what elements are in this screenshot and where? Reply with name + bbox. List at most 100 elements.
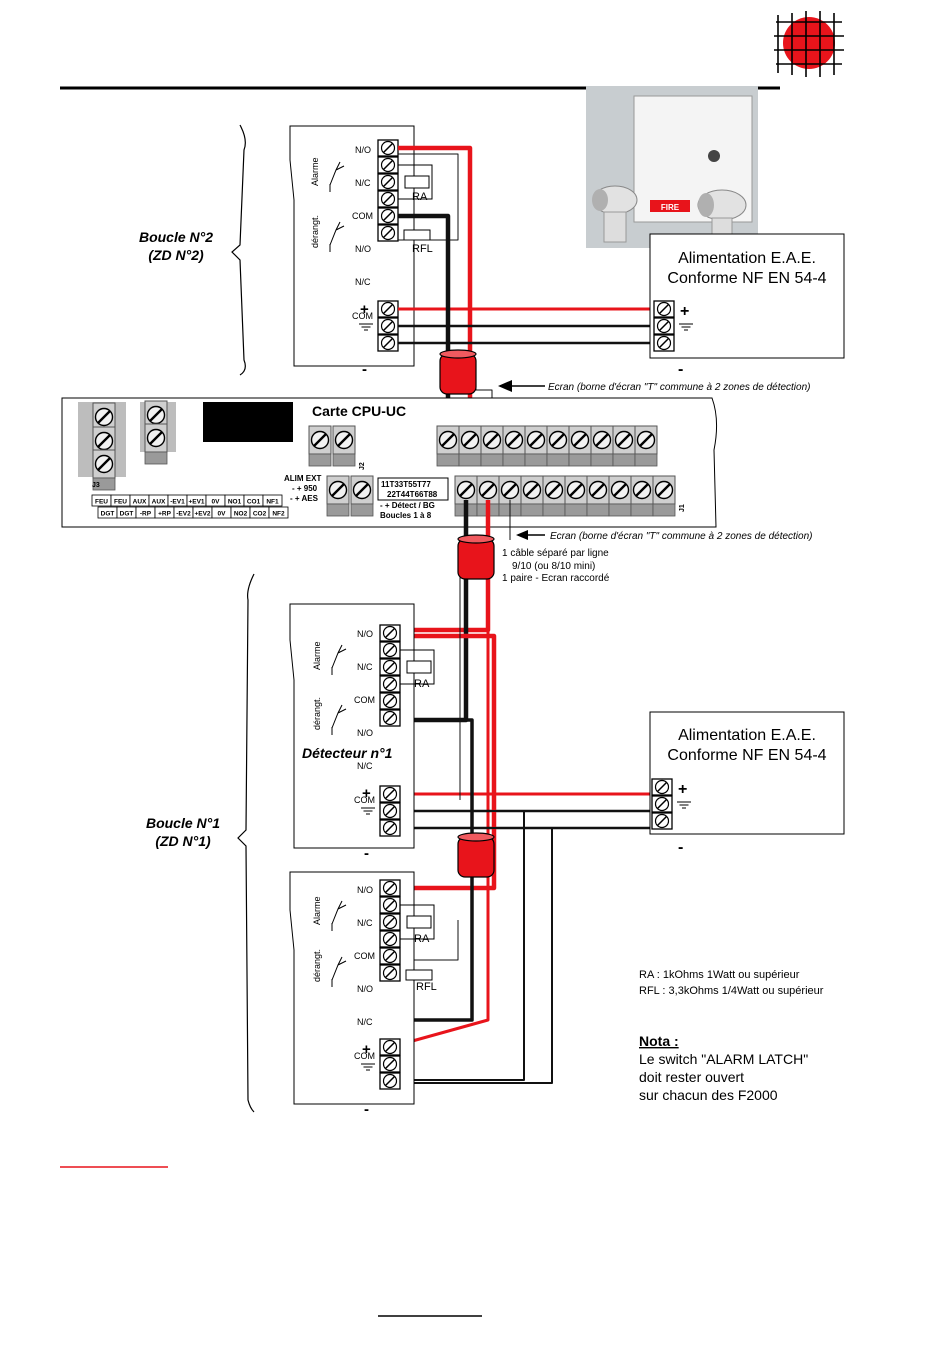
ferrite-core-icon	[457, 534, 495, 580]
d2-com: COM	[354, 951, 375, 961]
psu-top-line2: Conforme NF EN 54-4	[667, 270, 826, 287]
cpu-label-row2-3: +RP	[158, 511, 171, 518]
nota-title: Nota :	[639, 1033, 679, 1049]
nota-line3: sur chacun des F2000	[639, 1087, 778, 1103]
loop2-com: COM	[352, 211, 373, 221]
loop2-ra-label: RA	[412, 191, 428, 203]
psu-bottom-minus: -	[678, 839, 683, 856]
d2-no-2: N/O	[357, 984, 373, 994]
logo-grid-icon	[774, 11, 844, 77]
cpu-detect: - + Détect / BG	[380, 501, 435, 510]
resistor-legend: RA : 1kOhms 1Watt ou supérieur RFL : 3,3…	[639, 969, 824, 997]
psu-bottom: Alimentation E.A.E. Conforme NF EN 54-4 …	[649, 711, 845, 856]
d2-minus: -	[364, 1101, 369, 1118]
photo-fire-label: FIRE	[661, 203, 680, 212]
cpu-label-row1-4: -EV1	[170, 499, 185, 506]
legend-rfl: RFL : 3,3kOhms 1/4Watt ou supérieur	[639, 985, 824, 997]
cpu-label-row1-6: 0V	[212, 499, 221, 506]
d2-no-1: N/O	[357, 885, 373, 895]
d1-derangt: dérangt.	[312, 697, 322, 730]
cpu-terminals-top: 11T33T55T77	[381, 480, 431, 489]
loop2-no-2: N/O	[355, 244, 371, 254]
loop1-group: Boucle N°1 (ZD N°1)	[146, 573, 255, 1113]
d2-derangt: dérangt.	[312, 949, 322, 982]
d1-plus: +	[362, 785, 371, 802]
d1-nc-2: N/C	[357, 761, 373, 771]
cpu-j1: J1	[679, 504, 686, 512]
ecran-note-bottom-text: Ecran (borne d'écran "T" commune à 2 zon…	[550, 531, 812, 542]
cpu-j2: J2	[359, 462, 366, 470]
cpu-label-row2-1: DGT	[120, 511, 134, 518]
psu-top-line1: Alimentation E.A.E.	[678, 250, 816, 267]
cpu-label-row1-2: AUX	[133, 499, 147, 506]
ecran-note-top: Ecran (borne d'écran "T" commune à 2 zon…	[498, 380, 810, 393]
loop2-rfl-label: RFL	[412, 243, 433, 255]
cpu-label-row2-8: CO2	[253, 511, 267, 518]
cpu-alim-1: ALIM EXT	[284, 474, 321, 483]
loop2-nc-1: N/C	[355, 178, 371, 188]
loop1-title: Boucle N°1	[146, 815, 220, 831]
ferrite-core-icon	[457, 832, 495, 878]
arrow-left-icon	[498, 380, 512, 392]
loop1-detector-2: N/O N/C COM N/O N/C COM + - Alarme déran…	[289, 871, 437, 1118]
d2-plus: +	[362, 1041, 371, 1058]
d2-nc-1: N/C	[357, 918, 373, 928]
psu-bottom-line2: Conforme NF EN 54-4	[667, 747, 826, 764]
cpu-boucles: Boucles 1 à 8	[380, 511, 432, 520]
nota-line2: doit rester ouvert	[639, 1069, 744, 1085]
cpu-title: Carte CPU-UC	[312, 403, 406, 419]
cpu-label-row2-0: DGT	[101, 511, 115, 518]
cpu-label-row1-8: CO1	[247, 499, 261, 506]
loop2-derangt: dérangt.	[310, 215, 320, 248]
cpu-terminals-bottom: 22T44T66T88	[387, 490, 438, 499]
d2-com-2: COM	[354, 1051, 375, 1061]
loop2-com-2: COM	[352, 311, 373, 321]
ecran-note-top-text: Ecran (borne d'écran "T" commune à 2 zon…	[548, 382, 810, 393]
legend-ra: RA : 1kOhms 1Watt ou supérieur	[639, 969, 800, 981]
detector-photo: FIRE	[586, 86, 758, 248]
cpu-j3: J3	[92, 482, 100, 489]
cpu-label-row2-4: -EV2	[176, 511, 191, 518]
cpu-label-row1-0: FEU	[95, 499, 108, 506]
loop1-zone: (ZD N°1)	[155, 833, 211, 849]
arrow-left-icon	[516, 530, 528, 540]
loop1-wires	[397, 500, 650, 1084]
loop2-alarme: Alarme	[310, 157, 320, 186]
loop1-detector-1: Détecteur n°1 N/O N/C COM N/O N/C COM + …	[289, 603, 435, 862]
loop2-nc-2: N/C	[355, 277, 371, 287]
d1-ra-label: RA	[414, 678, 430, 690]
d2-alarme: Alarme	[312, 896, 322, 925]
loop2-minus: -	[362, 361, 367, 378]
cable-line1: 1 câble séparé par ligne	[502, 548, 609, 559]
psu-bottom-plus: +	[678, 781, 687, 798]
cable-line3: 1 paire - Ecran raccordé	[502, 573, 610, 584]
psu-top-plus: +	[680, 303, 689, 320]
cable-line2: 9/10 (ou 8/10 mini)	[512, 561, 595, 572]
cpu-label-row2-9: NF2	[272, 511, 285, 518]
nota-line1: Le switch "ALARM LATCH"	[639, 1051, 808, 1067]
d1-no-1: N/O	[357, 629, 373, 639]
cpu-label-row1-9: NF1	[266, 499, 279, 506]
detector1-label: Détecteur n°1	[302, 745, 393, 761]
cpu-label-box	[268, 506, 289, 519]
cpu-label-row1-3: AUX	[152, 499, 166, 506]
ferrite-core-icon	[439, 349, 477, 395]
cpu-alim-3: - + AES	[290, 494, 319, 503]
d1-no-2: N/O	[357, 728, 373, 738]
d1-alarme: Alarme	[312, 641, 322, 670]
d1-com-2: COM	[354, 795, 375, 805]
cable-note: 1 câble séparé par ligne 9/10 (ou 8/10 m…	[502, 548, 610, 584]
psu-top-minus: -	[678, 361, 683, 378]
d2-rfl-label: RFL	[416, 981, 437, 993]
d1-nc-1: N/C	[357, 662, 373, 672]
cpu-label-row2-6: 0V	[218, 511, 227, 518]
cpu-label-row2-2: -RP	[140, 511, 152, 518]
cpu-label-row2-5: +EV2	[194, 511, 210, 518]
loop2-detector: Boucle N°2 (ZD N°2) N/O N/C COM N/O N/C …	[139, 124, 433, 378]
cpu-label-row1-5: +EV1	[188, 499, 204, 506]
cpu-label-row2-7: NO2	[234, 511, 248, 518]
psu-top: Alimentation E.A.E. Conforme NF EN 54-4 …	[649, 233, 845, 378]
d1-com: COM	[354, 695, 375, 705]
